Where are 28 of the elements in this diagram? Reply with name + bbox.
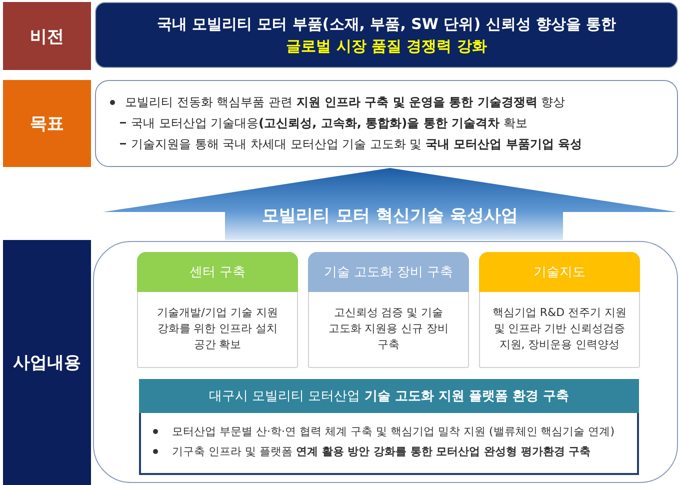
bullet-text: 모빌리티 전동화 핵심부품 관련 지원 인프라 구축 및 운영을 통한 기술경쟁력 향상 — [125, 94, 566, 111]
sub-bullet-text: 기술지원을 통해 국내 차세대 모터산업 기술 고도화 및 국내 모터산업 부품기업 육성 — [131, 136, 582, 153]
vision-banner — [95, 2, 678, 68]
section-tab — [3, 240, 91, 485]
card-text: 고신뢰성 검증 및 기술 고도화 지원용 신규 장비 구축 — [327, 305, 450, 353]
banner-title: 모빌리티 모터 혁신기술 육성사업 — [262, 205, 518, 227]
card-text: 핵심기업 R&D 전주기 지원 및 인프라 기반 신뢰성검증 지원, 장비운용 인력양성 — [491, 305, 628, 353]
content-panel — [93, 241, 678, 483]
platform-panel — [139, 379, 639, 475]
card — [479, 252, 640, 368]
section-tab — [3, 2, 91, 70]
card-header: 기술 고도화 장비 구축 — [308, 252, 469, 292]
section-label: 사업내용 — [13, 352, 81, 374]
card-header: 기술지도 — [479, 252, 640, 292]
card-text: 기술개발/기업 기술 지원 강화를 위한 인프라 설치 공간 확보 — [156, 305, 279, 353]
section-label: 비전 — [30, 26, 64, 48]
section-tab — [3, 80, 91, 167]
bullet-text: 기구축 인프라 및 플랫폼 연계 활용 방안 강화를 통한 모터산업 완성형 평가환경 구축 — [172, 444, 591, 460]
vision-text: 국내 모빌리티 모터 부품(소재, 부품, SW 단위) 신뢰성 향상을 통한 — [156, 14, 616, 35]
card — [308, 252, 469, 368]
sub-bullet-text: 국내 모터산업 기술대응(고신뢰성, 고속화, 통합화)을 통한 기술격차 확보 — [131, 115, 528, 132]
goals-panel — [95, 80, 678, 167]
card-header: 센터 구축 — [137, 252, 298, 292]
section-label: 목표 — [30, 113, 64, 135]
bullet-text: 모터산업 부문별 산·학·연 협력 체계 구축 및 핵심기업 밀착 지원 (밸류체인 핵심기술 연계) — [172, 424, 615, 440]
panel-header: 대구시 모빌리티 모터산업 기술 고도화 지원 플랫폼 환경 구축 — [139, 379, 639, 413]
vision-highlight-text: 글로벌 시장 품질 경쟁력 강화 — [286, 36, 487, 57]
card — [137, 252, 298, 368]
